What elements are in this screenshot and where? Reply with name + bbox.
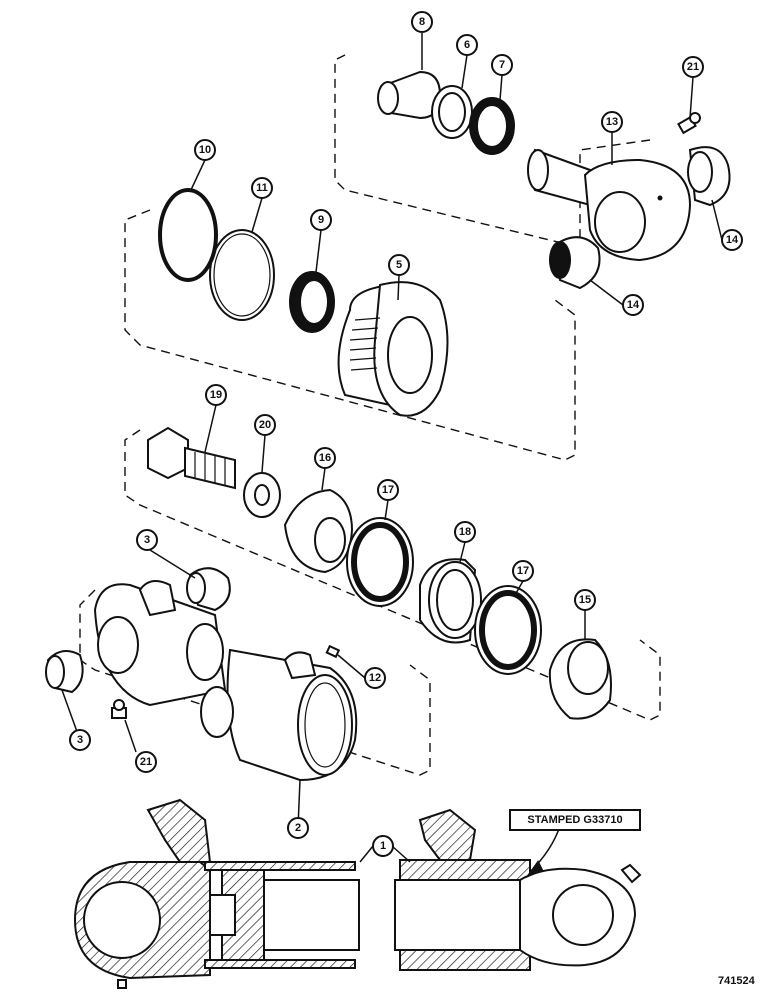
svg-text:21: 21 [140,756,152,768]
seal-17-left [346,517,414,607]
svg-text:17: 17 [517,565,529,577]
callout-13: 13 [601,111,623,133]
svg-text:14: 14 [627,299,640,311]
svg-text:17: 17 [382,484,394,496]
svg-text:18: 18 [459,526,471,538]
callout-16: 16 [314,447,336,469]
bolt-19 [147,426,236,490]
callout-17-right: 17 [512,560,534,582]
rod-seal-7 [469,97,515,155]
callout-9: 9 [310,209,332,231]
bushing-14-left [549,236,601,290]
callout-2: 2 [287,817,309,839]
leader-lines [61,33,723,879]
svg-text:10: 10 [199,144,211,156]
svg-text:2: 2 [295,822,301,834]
piston-5 [337,281,449,417]
bearing-18 [419,558,482,644]
piston-seal-9 [289,271,335,333]
callout-15: 15 [574,589,596,611]
bushing-3-lower [45,650,84,694]
callout-19: 19 [205,384,227,406]
svg-text:3: 3 [77,734,83,746]
svg-text:9: 9 [318,214,324,226]
svg-text:1: 1 [380,840,386,852]
svg-text:11: 11 [256,182,268,194]
callout-14-right: 14 [721,229,743,251]
group-outline-gland [124,429,661,721]
svg-text:16: 16 [319,452,331,464]
svg-text:6: 6 [464,39,470,51]
callout-5: 5 [388,254,410,276]
callout-6: 6 [456,34,478,56]
callout-10: 10 [194,139,216,161]
stamp-label-box: STAMPED G33710 [509,809,641,831]
callout-21-upper: 21 [682,56,704,78]
callout-12: 12 [364,667,386,689]
bleed-plug-12 [325,644,341,659]
svg-text:8: 8 [419,16,425,28]
wiper-seal-6 [431,85,473,139]
callout-1: 1 [372,835,394,857]
washer-20 [243,472,281,518]
callout-8: 8 [411,11,433,33]
grease-fitting-21-upper [677,112,701,135]
cylinder-barrel-2 [93,580,358,782]
bushing-8 [377,70,442,120]
group-outline-barrel [79,589,431,776]
bushing-3-upper [186,567,231,612]
svg-text:7: 7 [499,59,505,71]
svg-text:5: 5 [396,259,402,271]
svg-text:20: 20 [259,419,271,431]
callout-7: 7 [491,54,513,76]
callout-11: 11 [251,177,273,199]
o-ring-10 [158,188,218,282]
svg-text:13: 13 [606,116,618,128]
rod-end-13 [527,148,692,262]
assembled-cylinder-section [73,798,642,989]
svg-text:14: 14 [726,234,739,246]
bushing-14-right [687,146,731,207]
gland-nut-15 [548,638,612,720]
callout-17-left: 17 [377,479,399,501]
stamp-label: STAMPED G33710 [527,814,622,826]
callout-18: 18 [454,521,476,543]
svg-text:19: 19 [210,389,222,401]
group-outline-piston [124,209,576,461]
svg-text:12: 12 [369,672,381,684]
svg-text:21: 21 [687,61,699,73]
seal-17-right [474,585,542,675]
grease-fitting-21-lower [111,699,127,719]
callout-21-lower: 21 [135,751,157,773]
spacer-16 [283,488,354,574]
callout-3-lower: 3 [69,729,91,751]
figure-number: 741524 [718,975,755,987]
callout-20: 20 [254,414,276,436]
callout-14-left: 14 [622,294,644,316]
callout-3-upper: 3 [136,529,158,551]
backup-ring-11 [209,229,275,321]
svg-text:3: 3 [144,534,150,546]
group-outline-rod-eye [334,54,651,246]
svg-text:15: 15 [579,594,591,606]
